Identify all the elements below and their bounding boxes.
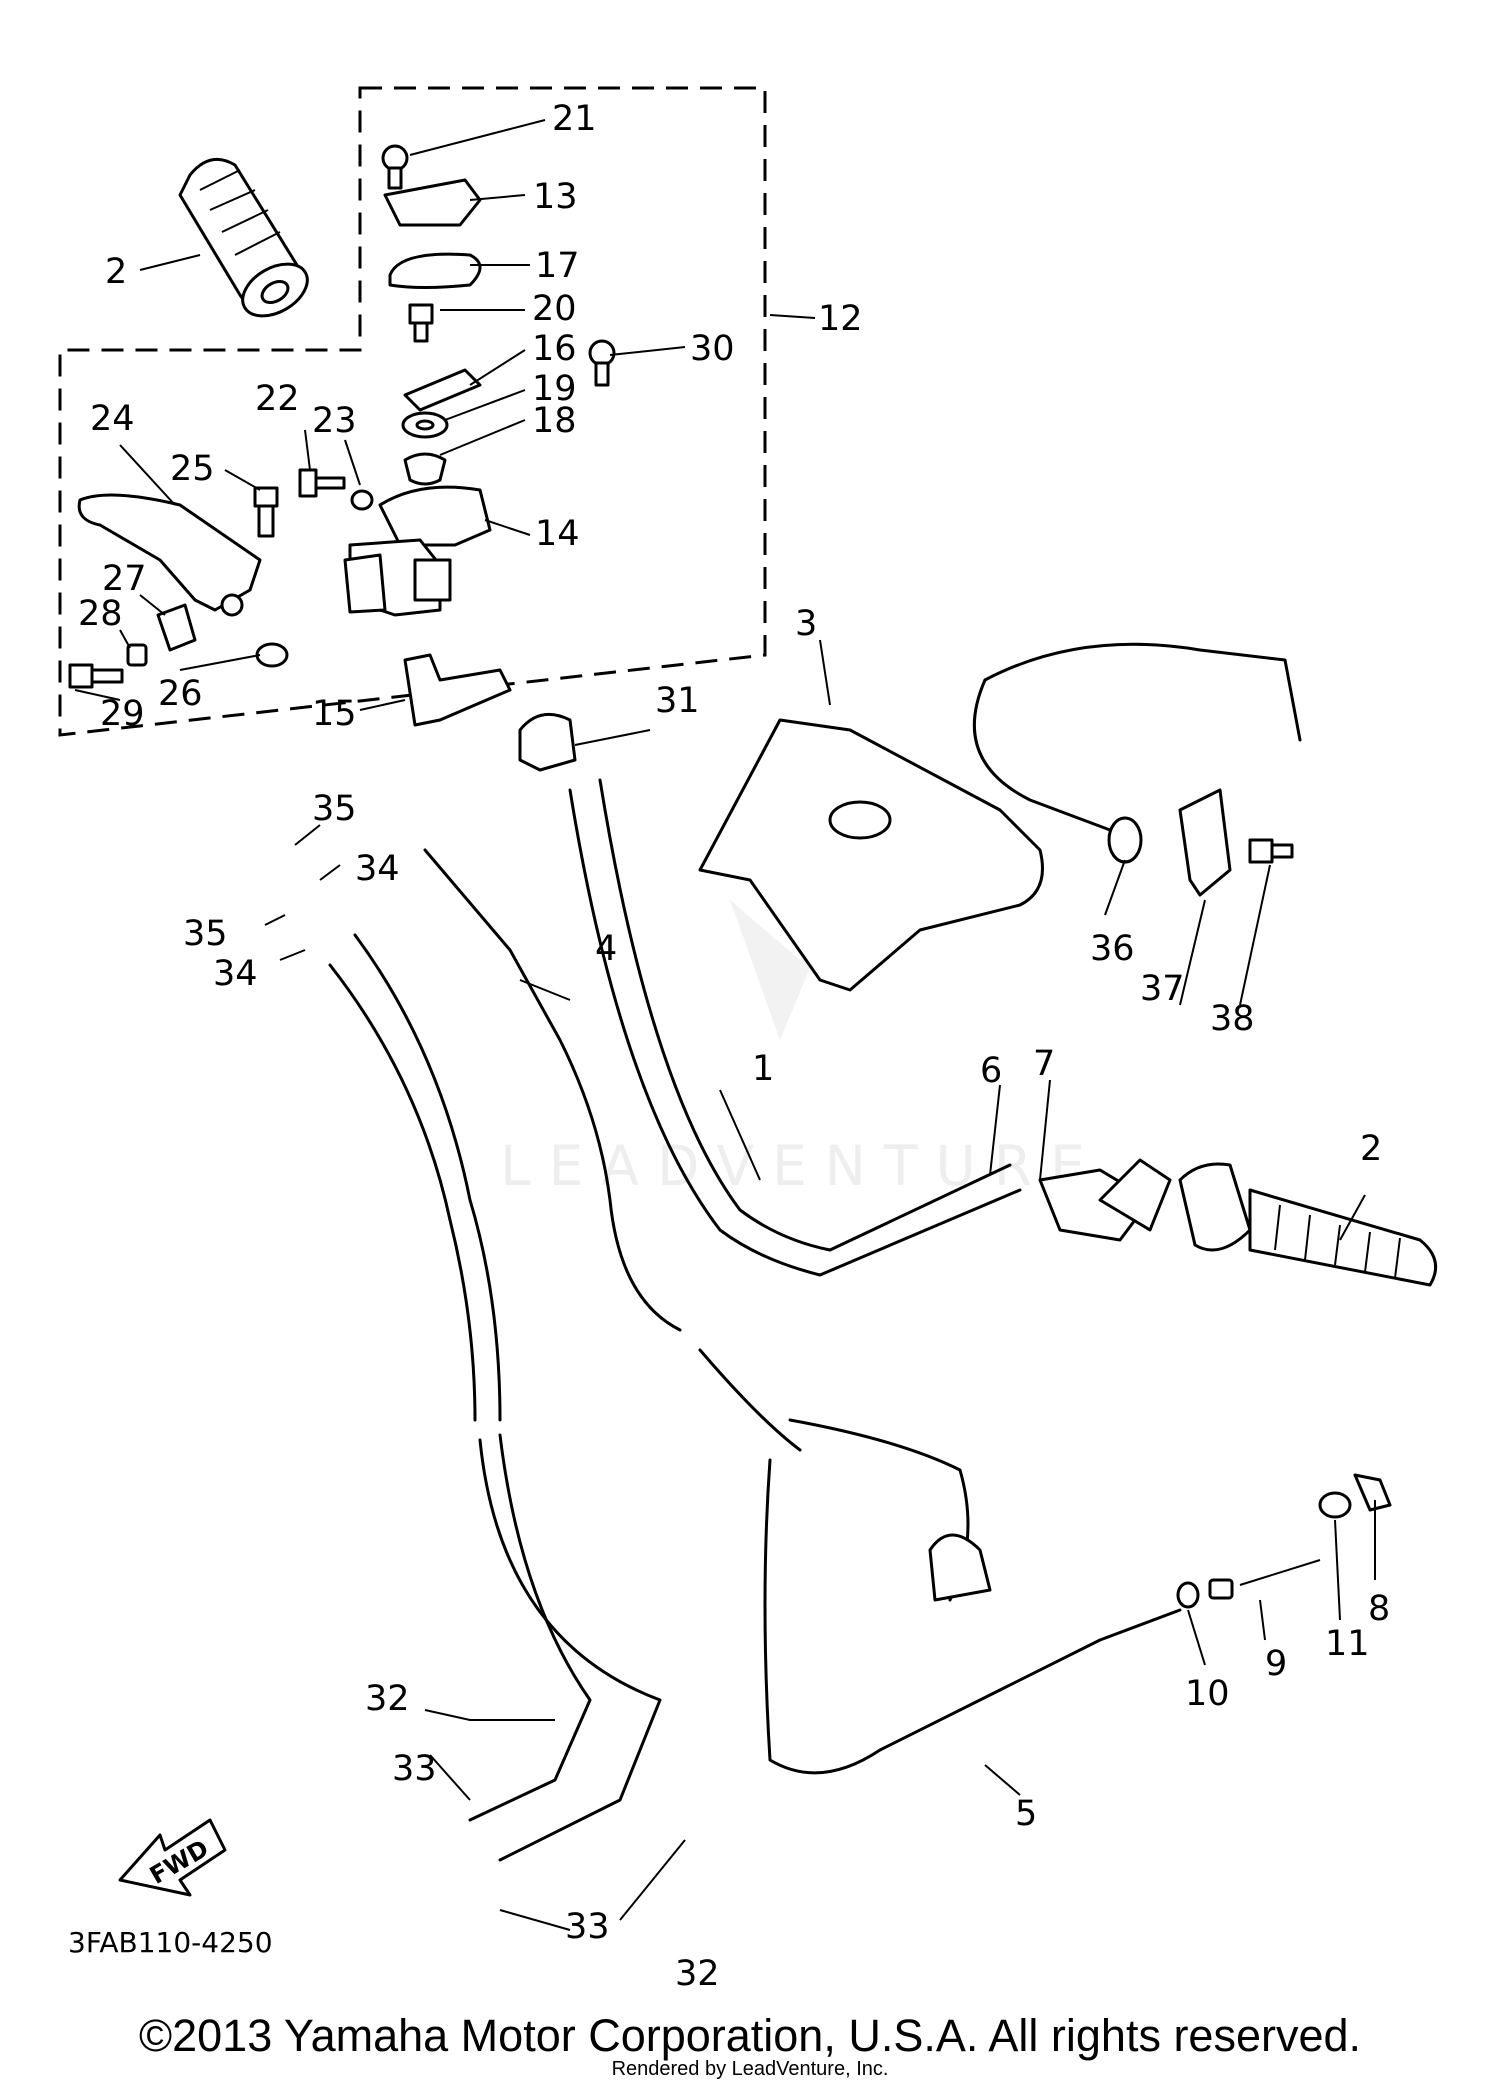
callout-37: 37: [1140, 969, 1185, 1009]
callout-28: 28: [78, 594, 123, 634]
callout-24: 24: [90, 399, 135, 439]
switch-15: [403, 653, 512, 727]
callout-17: 17: [535, 246, 580, 286]
callout-20: 20: [532, 289, 577, 329]
callout-14: 14: [535, 514, 580, 554]
callout-33-top: 33: [392, 1749, 437, 1789]
callout-32-top: 32: [365, 1679, 410, 1719]
callout-10: 10: [1185, 1674, 1230, 1714]
clutch-lever-24: [77, 493, 262, 617]
callout-33-bottom: 33: [565, 1907, 610, 1947]
drawing-code: 3FAB110-4250: [68, 1926, 273, 1959]
callout-29: 29: [100, 694, 145, 734]
callout-34-bottom: 34: [213, 954, 258, 994]
callout-35-top: 35: [312, 789, 357, 829]
callout-35-bottom: 35: [183, 914, 228, 954]
callout-32-bottom: 32: [675, 1954, 720, 1994]
bolt-38: [1248, 838, 1294, 864]
callout-7: 7: [1033, 1044, 1055, 1084]
throttle-housing: [1038, 1158, 1172, 1242]
cable-36: [972, 642, 1302, 864]
plate-17: [388, 252, 482, 289]
callout-1: 1: [752, 1049, 774, 1089]
callout-34-top: 34: [355, 849, 400, 889]
callout-27: 27: [102, 559, 147, 599]
callout-19: 19: [532, 369, 577, 409]
cover-13: [383, 178, 482, 227]
bolt-25: [253, 486, 279, 538]
handlebar-1: [568, 778, 1022, 1277]
callout-5: 5: [1015, 1794, 1037, 1834]
cable-4: [423, 848, 802, 1452]
screw-21: [381, 144, 409, 190]
watermark-text: LEADVENTURE: [500, 1134, 1103, 1198]
callout-25: 25: [170, 449, 215, 489]
washer-19: [401, 411, 449, 439]
adjuster-parts: [1176, 1473, 1392, 1609]
callout-22: 22: [255, 379, 300, 419]
callout-12: 12: [818, 299, 863, 339]
callout-11: 11: [1325, 1624, 1370, 1664]
copyright-notice: ©2013 Yamaha Motor Corporation, U.S.A. A…: [138, 2010, 1362, 2061]
holder-31: [518, 712, 577, 772]
clamp-27: [156, 603, 197, 652]
assembly-boundary: [58, 86, 767, 737]
rendered-by-note: Rendered by LeadVenture, Inc.: [611, 2058, 889, 2080]
bolt-20: [408, 303, 434, 343]
callout-2-left: 2: [105, 252, 127, 292]
cable-32-b: [328, 963, 662, 1862]
bush-18: [403, 452, 447, 486]
callout-26: 26: [158, 674, 203, 714]
nut-28: [126, 643, 148, 667]
callout-labels: 2 21 13 17 20 30 12 16 19 18 24 22 23 25…: [78, 99, 1390, 1994]
cable-end-box: [928, 1533, 992, 1602]
callout-16: 16: [532, 329, 577, 369]
callout-3: 3: [795, 604, 817, 644]
fwd-arrow: FWD: [118, 1818, 227, 1897]
callout-18: 18: [532, 401, 577, 441]
callout-2-right: 2: [1360, 1129, 1382, 1169]
lever-holder-14: [343, 485, 492, 617]
cable-5: [763, 1418, 1182, 1775]
nut-23: [350, 489, 374, 511]
callout-13: 13: [533, 177, 578, 217]
right-grip: [1178, 1162, 1438, 1287]
leader-lines: [74, 119, 1376, 1931]
handlebar-cover-3: [698, 718, 1044, 992]
watermark-logo: LEADVENTURE: [500, 900, 1103, 1198]
callout-8: 8: [1368, 1589, 1390, 1629]
nut-26: [255, 642, 289, 668]
screw-30: [588, 339, 616, 387]
bolt-22: [298, 468, 346, 498]
cable-32-a: [353, 933, 592, 1822]
callout-23: 23: [312, 401, 357, 441]
bolt-29: [68, 663, 124, 689]
callout-6: 6: [980, 1051, 1002, 1091]
callout-30: 30: [690, 329, 735, 369]
callout-4: 4: [595, 929, 617, 969]
callout-31: 31: [655, 681, 700, 721]
bracket-37: [1178, 788, 1232, 897]
callout-9: 9: [1265, 1644, 1287, 1684]
callout-38: 38: [1210, 999, 1255, 1039]
callout-15: 15: [312, 694, 357, 734]
callout-36: 36: [1090, 929, 1135, 969]
left-grip: [178, 157, 309, 318]
plate-16: [403, 368, 482, 412]
callout-21: 21: [552, 99, 597, 139]
